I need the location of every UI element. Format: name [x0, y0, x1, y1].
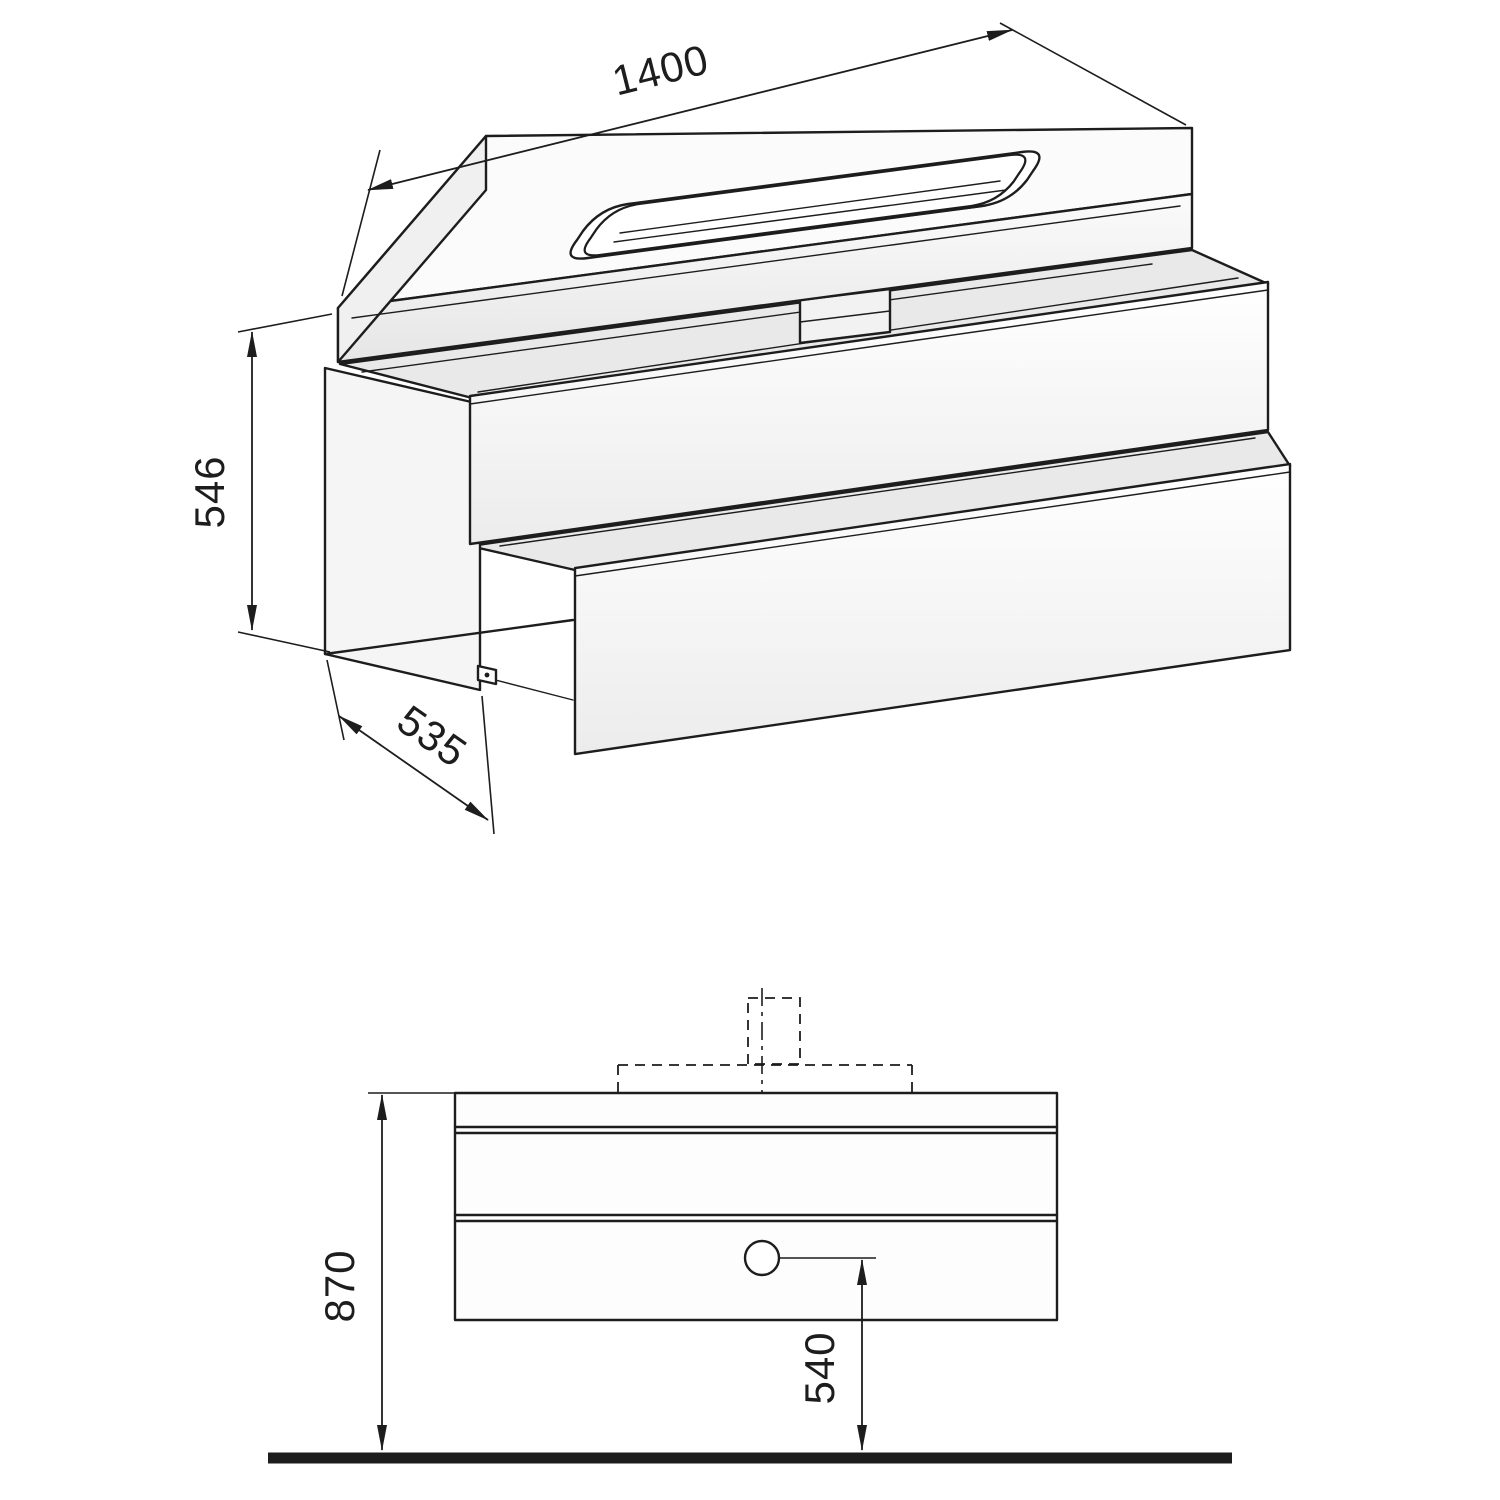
cabinet-side-panel: [323, 366, 482, 692]
depth-dimension-line: [338, 715, 489, 821]
cabinet-bottom-edge: [323, 618, 575, 656]
width-dimension-line: [367, 29, 1013, 191]
height-witness-bottom: [237, 631, 331, 653]
drawer-bottom-front-panel: [573, 462, 1292, 756]
height-dimension-label: 546: [186, 455, 233, 528]
cavity-back-line-middle: [499, 437, 1256, 547]
drawer-bottom-edge-line: [574, 471, 1291, 577]
basin-reflection-line-2: [613, 189, 1007, 243]
cavity-inner-rim-top: [361, 263, 1153, 373]
height-witness-top: [237, 313, 333, 333]
drawer-top-front-panel: [468, 280, 1270, 546]
rail-bracket-screw: [484, 672, 490, 678]
width-dimension-label: 1400: [608, 35, 714, 104]
basin-hidden-outline: [617, 1064, 913, 1092]
siphon-recess-inner-line: [799, 310, 891, 323]
width-witness-right: [999, 22, 1187, 126]
countertop-edge-highlight: [351, 205, 1181, 319]
cabinet-front-outline: [453, 1091, 1059, 1322]
elevation-view: 870 540: [268, 988, 1232, 1464]
dimension-mounting-height: 870: [316, 1092, 458, 1451]
mounting-height-dimension-label: 870: [316, 1249, 363, 1322]
faucet-hidden-outline: [747, 997, 801, 1065]
drain-hole: [743, 1239, 781, 1277]
rail-bracket: [476, 664, 498, 686]
depth-witness-right: [481, 695, 495, 835]
isometric-view: 1400 546 535: [186, 22, 1292, 835]
dimension-drain-height: 540: [796, 1259, 867, 1451]
drawer-top-edge-line: [469, 289, 1269, 405]
dimension-height: 546: [186, 313, 333, 653]
drain-height-dimension-label: 540: [796, 1331, 843, 1404]
basin-reflection-line-3: [647, 205, 986, 251]
depth-dimension-label: 535: [389, 696, 476, 776]
depth-witness-left: [326, 659, 345, 741]
